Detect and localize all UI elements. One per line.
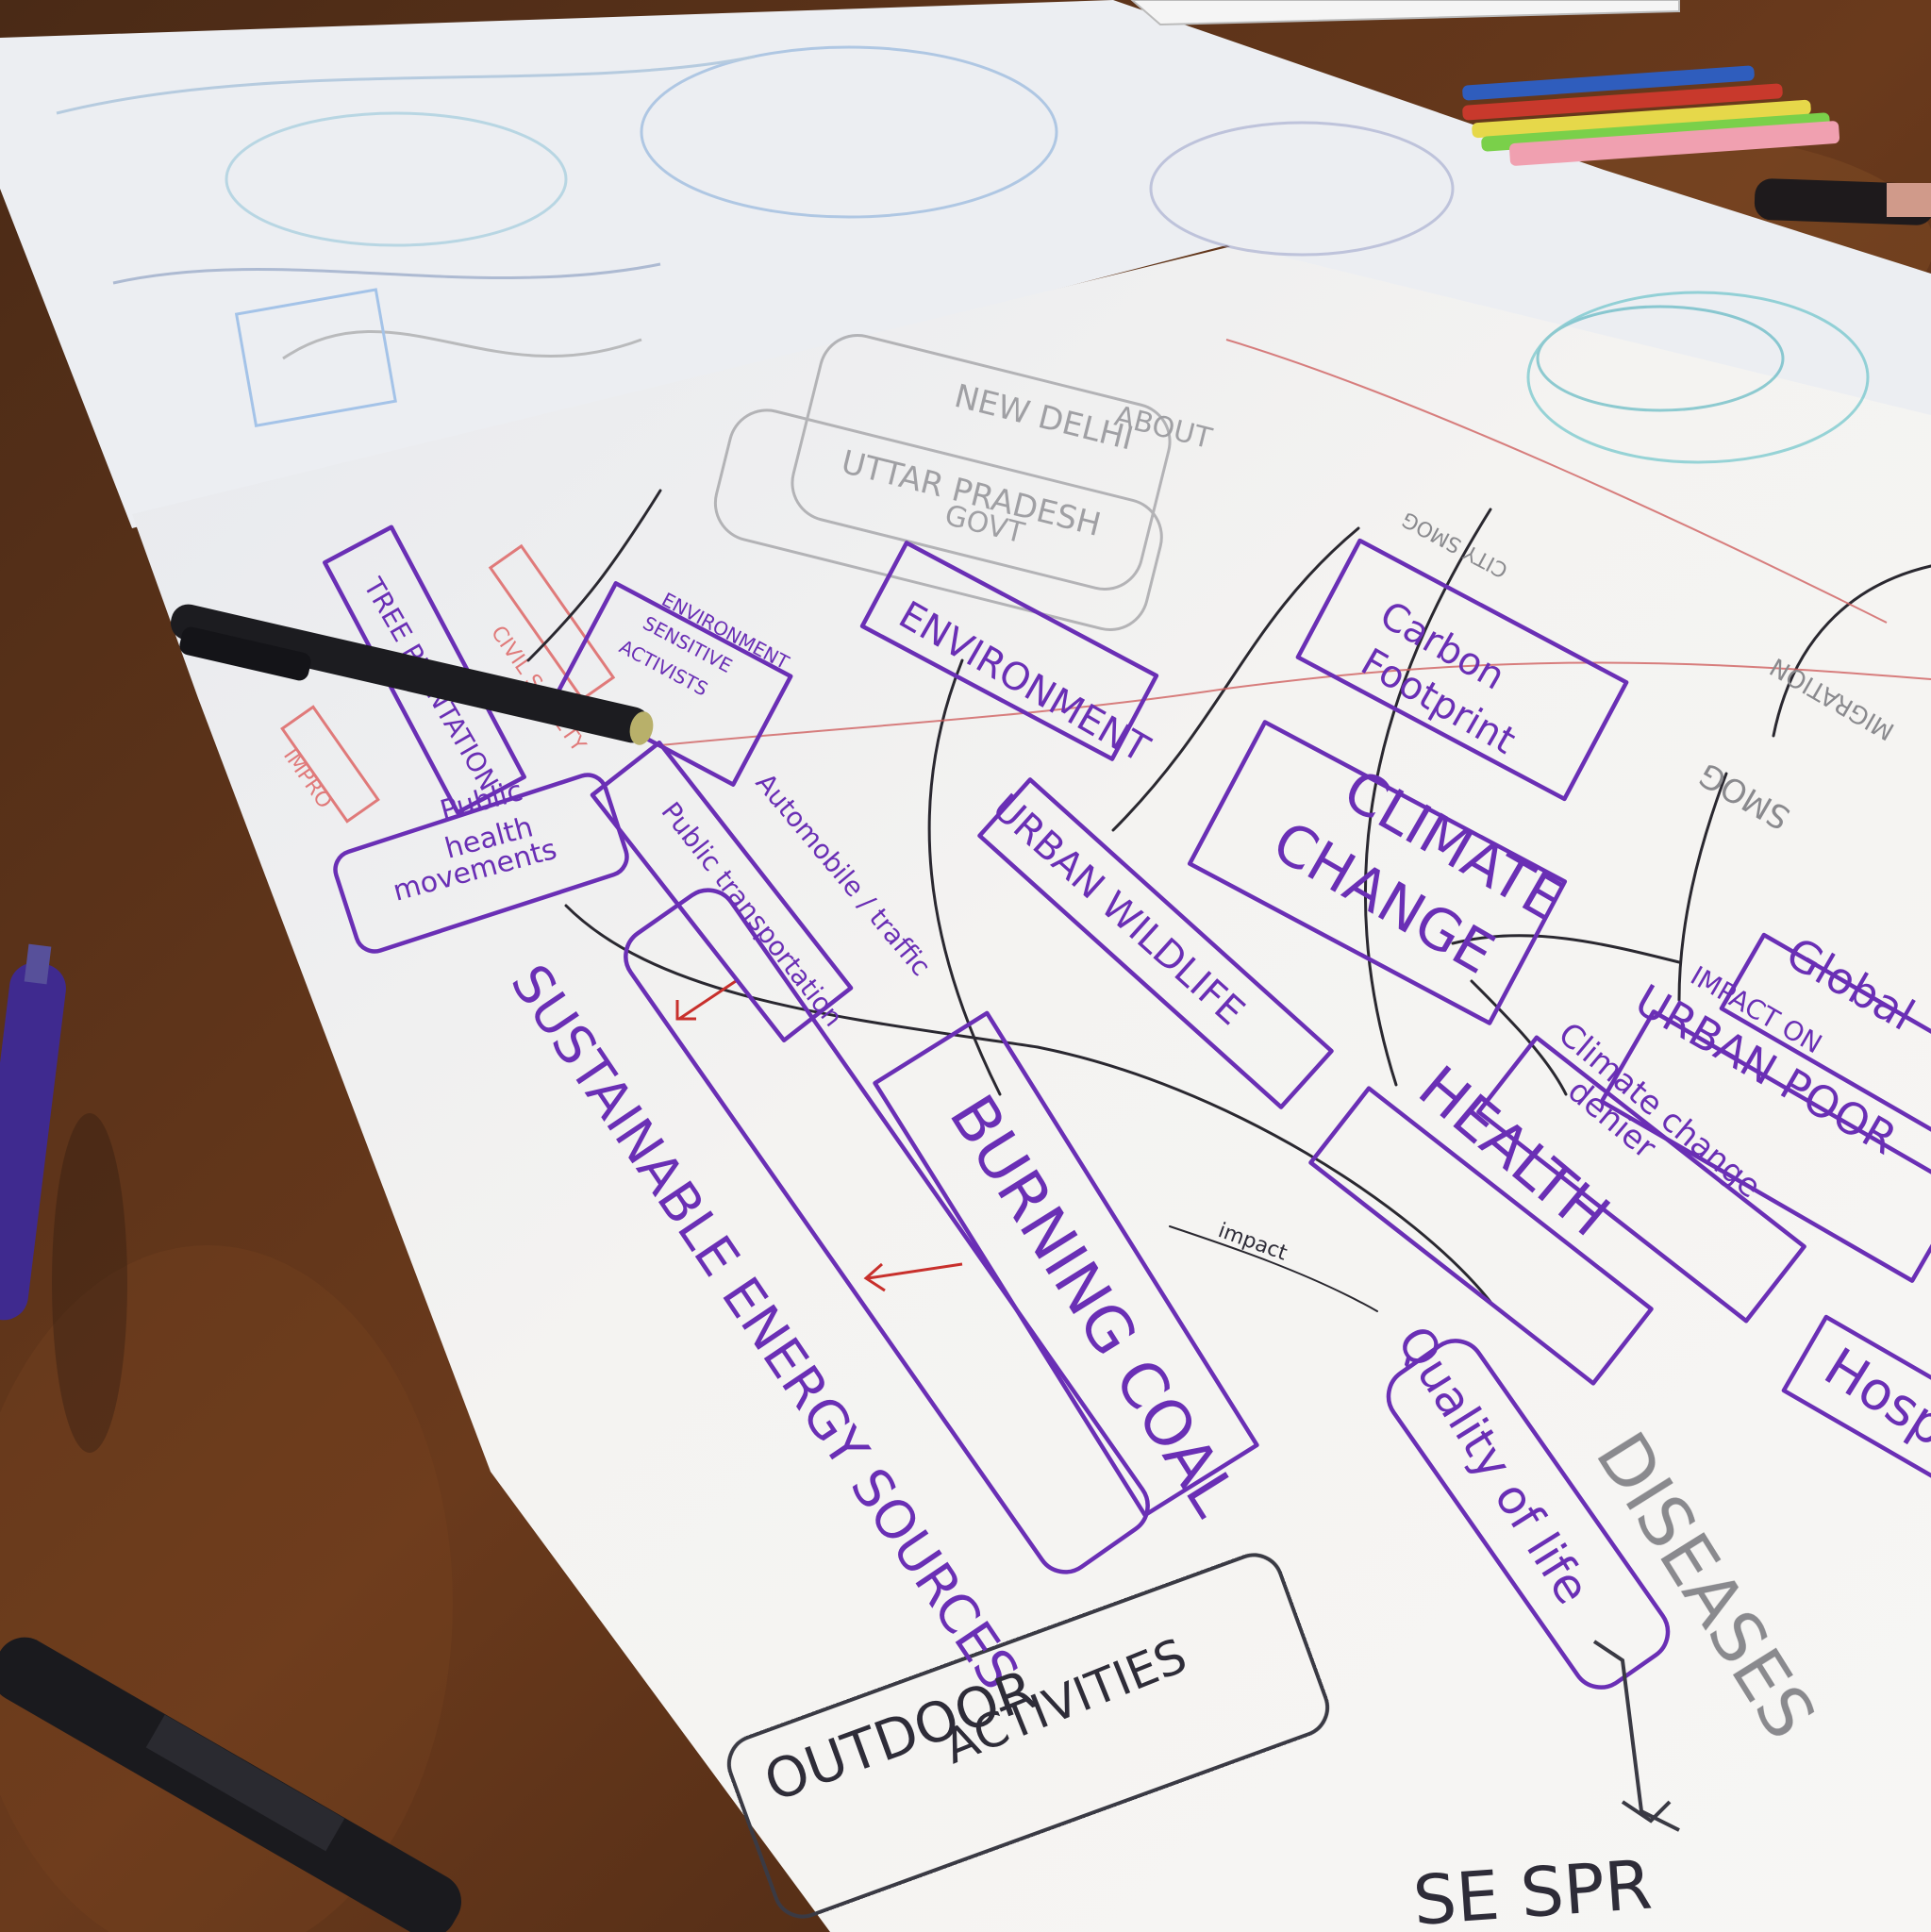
environment-box bbox=[859, 541, 1159, 761]
burning-coal-box bbox=[873, 1010, 1259, 1518]
red-arrows bbox=[675, 979, 963, 1292]
impact-urban-poor-box bbox=[1599, 1009, 1931, 1283]
black-pen-bottom bbox=[0, 1637, 462, 1932]
disease-spread-text: SE SPR bbox=[1410, 1844, 1654, 1932]
sustainable-energy-box bbox=[624, 888, 1150, 1574]
black-boxes bbox=[726, 1553, 1330, 1919]
outdoor-activities-box bbox=[726, 1553, 1330, 1919]
diseases-arrow bbox=[1592, 1640, 1680, 1832]
black-marker-on-paper bbox=[170, 604, 654, 745]
main-paper-sheet bbox=[132, 245, 1931, 1932]
urban-wildlife-box bbox=[977, 777, 1334, 1109]
faded-govt-boxes bbox=[713, 333, 1172, 631]
far-paper-sheet bbox=[0, 0, 1931, 528]
health-box bbox=[1308, 1086, 1654, 1386]
hosp-box bbox=[1781, 1314, 1931, 1488]
faded-scribbles bbox=[56, 45, 1870, 464]
red-thin-lines bbox=[659, 339, 1931, 746]
notebook-edge bbox=[1130, 0, 1680, 26]
purple-pen bbox=[0, 943, 127, 1453]
colored-pencils bbox=[1462, 65, 1931, 225]
public-health-box bbox=[333, 773, 629, 954]
quality-of-life-box bbox=[1386, 1339, 1671, 1690]
global-box bbox=[1719, 932, 1931, 1134]
climate-change-box bbox=[1187, 720, 1568, 1025]
automobile-box bbox=[590, 741, 854, 1042]
carbon-footprint-box bbox=[1295, 538, 1629, 802]
connector-lines bbox=[526, 489, 1931, 1312]
